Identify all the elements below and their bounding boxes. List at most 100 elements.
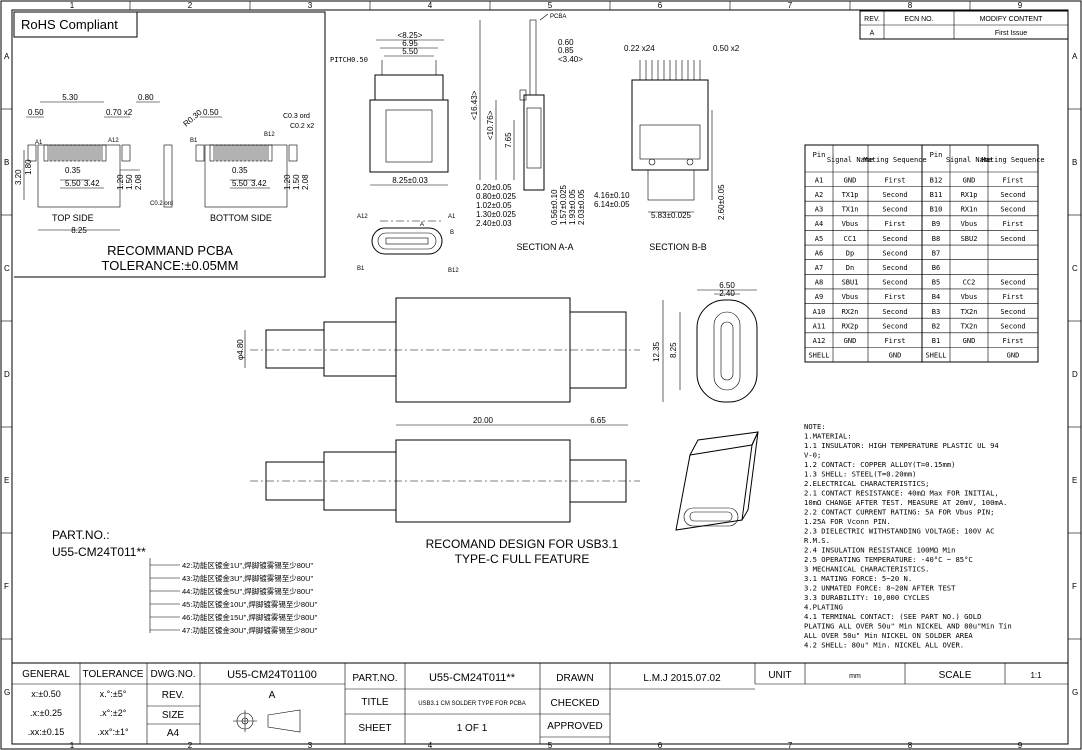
col-2-bottom: 2 <box>188 741 193 750</box>
part-label: PART.NO.: <box>52 528 110 542</box>
pin-cell: Vbus <box>842 220 859 228</box>
design-title-1: RECOMAND DESIGN FOR USB3.1 <box>426 537 619 551</box>
face-b12: B12 <box>448 268 459 274</box>
note-line: 3 MECHANICAL CHARACTERISTICS. <box>804 565 930 574</box>
front-dim-825: <8.25> <box>398 31 423 40</box>
dim-150: 1.50 <box>125 174 134 190</box>
sa-dim-8: 1.02±0.05 <box>476 201 512 210</box>
pin-cell: A9 <box>815 293 823 301</box>
dim-080: 0.80 <box>138 93 154 102</box>
pin-cell: Second <box>1000 279 1025 287</box>
dim-550b: 5.50 <box>232 179 248 188</box>
bottom-side-label: BOTTOM SIDE <box>210 213 272 223</box>
sb-dim-0: 0.22 x24 <box>624 44 655 53</box>
tb-part-label: PART.NO. <box>352 673 397 684</box>
pin-cell: Second <box>1000 308 1025 316</box>
section-a-a: PCBA 0.60 0.85 <3.40> <16.43> <10.76> 7.… <box>470 13 586 252</box>
pcba-panel: 5.30 0.50 0.70 x2 0.80 3.20 1.80 0.35 5.… <box>14 11 326 278</box>
pin-cell: CC2 <box>963 279 976 287</box>
dim-550a: 5.50 <box>65 179 81 188</box>
col-5-bottom: 5 <box>548 741 553 750</box>
pin-cell: Second <box>882 308 907 316</box>
col-7-bottom: 7 <box>788 741 793 750</box>
pin-cell: First <box>1002 176 1023 184</box>
tb-dwg-label: DWG.NO. <box>151 669 196 680</box>
pcba-top-pads <box>27 144 131 162</box>
tb-tolerance: TOLERANCE <box>83 669 144 680</box>
dim-342b: 3.42 <box>251 179 267 188</box>
pin-cell: TX1p <box>842 191 859 199</box>
pin-cell: Second <box>882 235 907 243</box>
pin-cell: RX2n <box>842 308 859 316</box>
dim-825: 8.25 <box>71 226 87 235</box>
tb-size-label: SIZE <box>162 710 185 721</box>
part-option: 43:功能区镀金3U",焊脚镀雾锡至少80U" <box>182 573 314 583</box>
part-option: 46:功能区镀金15U",焊脚镀雾锡至少80U" <box>182 612 318 622</box>
note-line: 4.2 SHELL: 80u" Min. NICKEL ALL OVER. <box>804 641 964 650</box>
note-line: 2.1 CONTACT RESISTANCE: 40mΩ Max FOR INI… <box>804 489 999 498</box>
pin-cell: A8 <box>815 279 823 287</box>
row-f-right: F <box>1072 582 1077 591</box>
sb-dim-2: 4.16±0.10 <box>594 191 630 200</box>
front-pitch: PITCH0.50 <box>330 56 368 64</box>
face-a1: A1 <box>448 214 456 220</box>
pin-h0: Pin <box>813 151 826 159</box>
pcba-b12: B12 <box>264 132 275 138</box>
note-line: NOTE: <box>804 422 826 431</box>
pin-cell: First <box>884 293 905 301</box>
pin-cell: TX2n <box>961 308 978 316</box>
part-option: 45:功能区镀金10U",焊脚镀雾锡至少80U" <box>182 599 318 609</box>
tb-sheet-label: SHEET <box>358 723 391 734</box>
pin-h3: Pin <box>930 151 943 159</box>
col-7: 7 <box>788 1 793 10</box>
pin-cell: First <box>1002 220 1023 228</box>
col-8: 8 <box>908 1 913 10</box>
tb-title: USB3.1 CM SOLDER TYPE FOR PCBA <box>418 701 526 707</box>
side-dim-480: φ4.80 <box>236 339 245 360</box>
pin-cell: B1 <box>932 337 940 345</box>
dim-208b: 2.08 <box>301 174 310 190</box>
pin-cell: SHELL <box>925 352 946 360</box>
dim-120b: 1.20 <box>283 174 292 190</box>
note-line: 3.2 UNMATED FORCE: 8~20N AFTER TEST <box>804 584 956 593</box>
pin-cell: Second <box>882 191 907 199</box>
col-4-bottom: 4 <box>428 741 433 750</box>
note-line: R.M.S. <box>804 536 830 545</box>
col-6: 6 <box>658 1 663 10</box>
dim-r030: R0.30 <box>182 108 205 129</box>
row-e-right: E <box>1072 476 1077 485</box>
col-6-bottom: 6 <box>658 741 663 750</box>
pin-cell: TX2n <box>961 322 978 330</box>
end-dim-1235: 12.35 <box>652 341 661 362</box>
dim-c02: C0.2 x2 <box>290 123 314 130</box>
tb-unit-label: UNIT <box>768 670 791 681</box>
note-line: 3.1 MATING FORCE: 5~20 N. <box>804 574 912 583</box>
dim-c03: C0.3 ord <box>283 113 310 120</box>
dim-120: 1.20 <box>116 174 125 190</box>
row-e: E <box>4 476 9 485</box>
projection-symbol-icon <box>233 709 301 733</box>
note-line: 4.PLATING <box>804 603 843 612</box>
pin-cell: B9 <box>932 220 940 228</box>
pin-cell: SHELL <box>808 352 829 360</box>
pin-cell: Second <box>882 206 907 214</box>
pin-cell: A7 <box>815 264 823 272</box>
pcba-bottom-pads <box>195 144 298 162</box>
sa-dim-12: 1.57±0.025 <box>559 184 568 225</box>
sa-dim-6: 0.20±0.05 <box>476 183 512 192</box>
tb-scale: 1:1 <box>1030 671 1042 680</box>
sa-dim-13: 1.93±0.05 <box>568 189 577 225</box>
pin-cell: B2 <box>932 322 940 330</box>
row-b: B <box>4 158 9 167</box>
dim-342a: 3.42 <box>84 179 100 188</box>
sa-dim-2: <3.40> <box>558 55 583 64</box>
pin-cell: Second <box>1000 235 1025 243</box>
tb-rev: A <box>269 690 276 701</box>
dim-530: 5.30 <box>62 93 78 102</box>
col-2: 2 <box>188 1 193 10</box>
pin-cell: SBU2 <box>961 235 978 243</box>
pin-cell: B10 <box>930 206 943 214</box>
